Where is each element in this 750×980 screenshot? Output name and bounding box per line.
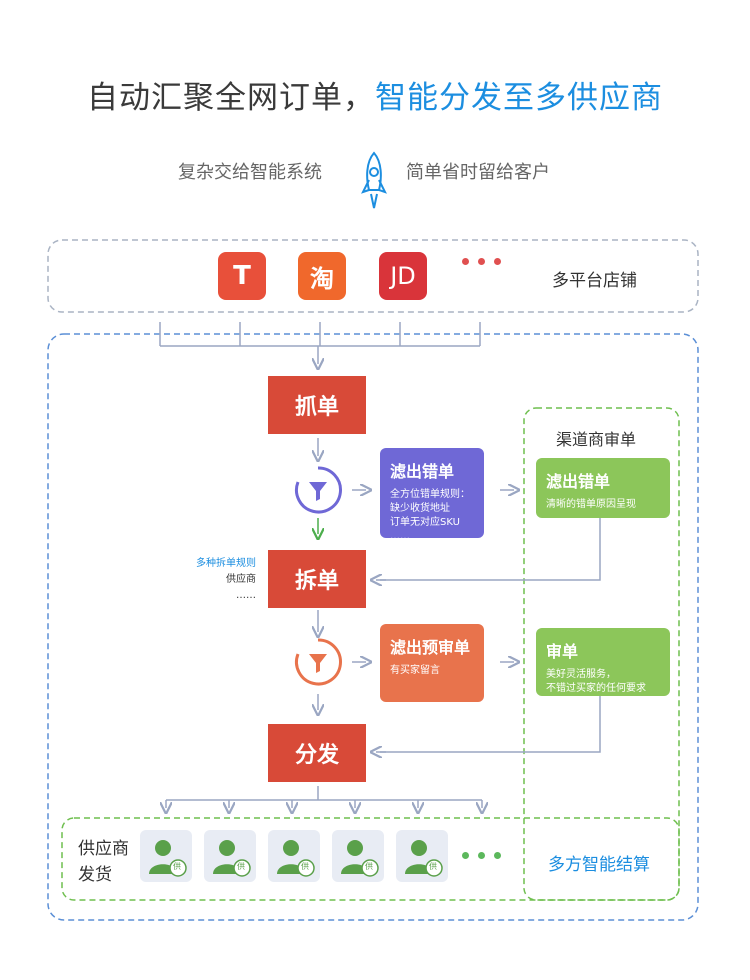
channel-review-card: 审单 美好灵活服务， 不错过买家的任何要求 bbox=[536, 628, 670, 696]
supplier-avatar: 供 bbox=[268, 830, 320, 882]
supplier-icon bbox=[405, 840, 443, 877]
supplier-avatar: 供 bbox=[396, 830, 448, 882]
taobao-logo: 淘 bbox=[298, 252, 346, 300]
supplier-icon bbox=[341, 840, 379, 877]
subtitle-left: 复杂交给智能系统 bbox=[178, 162, 322, 183]
supplier-icon bbox=[149, 840, 187, 877]
filter-icon bbox=[292, 636, 344, 692]
grab-orders-box: 抓单 bbox=[268, 376, 366, 434]
error-filter-card: 滤出错单 全方位错单规则： 缺少收货地址 订单无对应SKU …… bbox=[380, 448, 484, 542]
rocket-icon bbox=[360, 150, 388, 218]
supplier-icon bbox=[213, 840, 251, 877]
title-left: 自动汇聚全网订单， bbox=[87, 80, 375, 116]
title-right: 智能分发至多供应商 bbox=[375, 80, 663, 116]
more-suppliers-icon bbox=[462, 852, 501, 859]
split-orders-box: 拆单 bbox=[268, 550, 366, 608]
filter-icon bbox=[292, 464, 344, 520]
supplier-shipping-label: 供应商 发货 bbox=[78, 839, 129, 885]
supplier-avatar: 供 bbox=[204, 830, 256, 882]
split-rules-note: 多种拆单规则 供应商 …… bbox=[196, 558, 256, 601]
channel-error-card: 滤出错单 清晰的错单原因呈现 bbox=[536, 458, 670, 518]
jd-logo: JD bbox=[379, 252, 427, 300]
supplier-avatar: 供 bbox=[140, 830, 192, 882]
supplier-icon bbox=[277, 840, 315, 877]
channel-title: 渠道商审单 bbox=[556, 430, 637, 449]
platforms-label: 多平台店铺 bbox=[552, 271, 637, 291]
settlement-label: 多方智能结算 bbox=[548, 855, 650, 875]
prereview-filter-card: 滤出预审单 有买家留言 bbox=[380, 624, 484, 702]
dispatch-box: 分发 bbox=[268, 724, 366, 782]
supplier-avatar: 供 bbox=[332, 830, 384, 882]
subtitle-right: 简单省时留给客户 bbox=[406, 162, 550, 183]
tmall-logo: T bbox=[218, 252, 266, 300]
more-platforms-icon bbox=[462, 258, 501, 265]
page-title: 自动汇聚全网订单，智能分发至多供应商 bbox=[0, 72, 750, 117]
